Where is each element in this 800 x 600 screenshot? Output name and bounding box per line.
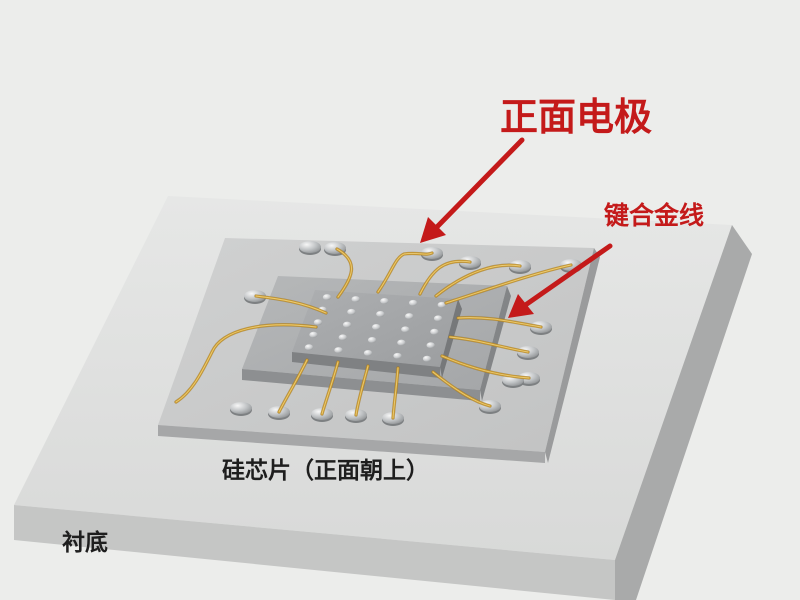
electrode-bump	[430, 328, 439, 335]
mounting-plate-right	[545, 248, 600, 463]
arrow-electrode-head	[420, 217, 446, 243]
label-front-electrode: 正面电极	[500, 95, 653, 139]
arrow-electrode-shaft	[431, 137, 525, 233]
electrode-bump	[408, 299, 418, 306]
bond-wire-highlight	[441, 355, 530, 379]
electrode-bump	[380, 298, 389, 304]
electrode-bump	[342, 321, 352, 328]
electrode-bump	[351, 296, 360, 303]
substrate-right-face	[615, 225, 752, 600]
bond-wire-highlight	[419, 260, 471, 295]
electrode-bump	[376, 311, 385, 317]
electrode-bump	[313, 319, 323, 326]
electrode-bump	[397, 339, 406, 346]
electrode-bump	[347, 308, 356, 315]
electrode-bump	[334, 347, 343, 354]
bond-wire-highlight	[278, 359, 308, 413]
bond-wire-highlight	[435, 264, 521, 297]
chip-lower-tier-front	[242, 369, 480, 401]
label-silicon-chip: 硅芯片（正面朝上）	[222, 458, 429, 484]
bond-wire-highlight	[432, 371, 491, 407]
bond-pad	[230, 402, 252, 414]
arrow-wire-head	[508, 294, 534, 318]
electrode-bump	[393, 352, 402, 359]
bond-wire-highlight	[445, 264, 572, 304]
bond-wire-highlight	[449, 336, 529, 353]
electrode-bump	[426, 342, 435, 349]
chip-top-tier-front	[292, 352, 440, 378]
bond-pad	[299, 241, 321, 253]
electrode-bump	[309, 331, 318, 338]
bond-wire-highlight	[377, 252, 433, 293]
bond-wire-highlight	[175, 324, 317, 403]
bond-wire-highlight	[321, 361, 339, 415]
bond-wire-highlight	[392, 367, 399, 419]
bond-wire-highlight	[355, 365, 369, 416]
electrode-bump	[367, 337, 377, 343]
electrode-bump	[338, 334, 348, 341]
electrode-bump	[405, 313, 414, 320]
electrode-bump	[437, 301, 447, 308]
electrode-bump	[372, 324, 381, 330]
electrode-bump	[363, 350, 373, 356]
label-bond-wire: 键合金线	[604, 201, 705, 230]
bond-wire-group	[174, 247, 573, 420]
electrode-bump	[422, 355, 432, 362]
bond-wire-highlight	[457, 317, 542, 328]
electrode-bump	[401, 326, 410, 333]
mounting-plate-front	[158, 425, 545, 463]
bond-wire-highlight	[336, 248, 352, 298]
substrate-front-face	[14, 505, 615, 600]
label-substrate: 衬底	[62, 530, 108, 556]
arrow-wire-shaft	[521, 243, 613, 309]
electrode-bump	[433, 315, 443, 322]
electrode-bump	[322, 294, 332, 301]
bond-wire-highlight	[255, 295, 327, 314]
electrode-bump	[304, 344, 314, 351]
annotation-arrows	[420, 137, 613, 318]
